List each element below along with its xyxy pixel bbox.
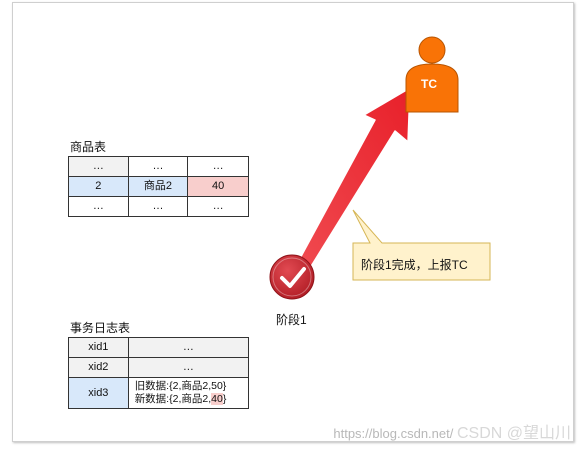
new-data-prefix: 新数据:{2,商品2, <box>134 393 212 405</box>
table-cell: … <box>127 337 250 358</box>
table-cell: … <box>127 196 189 217</box>
product-table-title: 商品表 <box>70 140 107 154</box>
table-row: xid1 … <box>68 337 250 358</box>
table-cell: xid1 <box>68 337 129 358</box>
table-row: xid3 旧数据:{2,商品2,50} 新数据:{2,商品2,40} <box>68 377 250 409</box>
callout-box <box>352 209 491 281</box>
log-data-cell: 旧数据:{2,商品2,50} 新数据:{2,商品2,40} <box>127 377 250 409</box>
product-table: … … … 2 商品2 40 … … … <box>68 156 249 217</box>
tc-person-icon <box>405 36 459 113</box>
table-cell: 40 <box>187 176 249 197</box>
table-row: … … … <box>68 196 249 217</box>
table-row: xid2 … <box>68 357 250 378</box>
table-row: 2 商品2 40 <box>68 176 249 197</box>
tc-label: TC <box>421 77 437 91</box>
watermark: https://blog.csdn.net/ CSDN @望山川 <box>333 419 571 443</box>
old-data-text: 旧数据:{2,商品2,50} <box>134 380 227 392</box>
table-cell: … <box>127 357 250 378</box>
table-cell: xid3 <box>68 377 129 409</box>
table-cell: … <box>127 156 189 177</box>
table-cell: … <box>187 196 249 217</box>
new-data-highlight: 40 <box>211 393 223 405</box>
callout-text: 阶段1完成，上报TC <box>361 258 468 272</box>
new-data-suffix: } <box>222 393 227 405</box>
new-data-text: 新数据:{2,商品2,40} <box>135 393 248 406</box>
table-cell: 2 <box>68 176 129 197</box>
table-cell: … <box>187 156 249 177</box>
table-cell: xid2 <box>68 357 129 378</box>
report-arrow <box>297 87 411 269</box>
stage-check-icon <box>269 254 315 300</box>
log-table-title: 事务日志表 <box>70 321 131 335</box>
watermark-url: https://blog.csdn.net/ <box>333 426 454 441</box>
table-cell: 商品2 <box>127 176 189 197</box>
log-table: xid1 … xid2 … xid3 旧数据:{2,商品2,50} 新数据:{2… <box>68 337 250 409</box>
watermark-brand: CSDN @望山川 <box>456 425 571 442</box>
table-cell: … <box>68 156 129 177</box>
table-cell: … <box>68 196 129 217</box>
table-row: … … … <box>68 156 249 177</box>
stage-label: 阶段1 <box>276 313 307 327</box>
